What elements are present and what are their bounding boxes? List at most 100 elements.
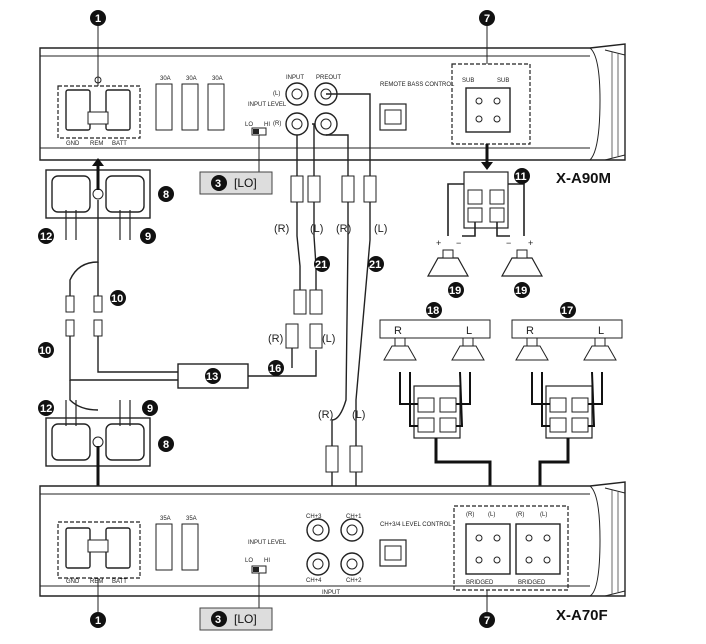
bottom-fuse-1-label: 35A [160, 516, 171, 522]
top-input-level-title: INPUT LEVEL [248, 102, 287, 108]
svg-text:21: 21 [369, 259, 381, 271]
callout-8-top: 8 [158, 186, 174, 202]
device-13: 13 [177, 350, 317, 389]
svg-text:(L): (L) [488, 512, 495, 518]
bottom-fuse-2-label: 35A [186, 516, 197, 522]
callout-21a: 21 [314, 256, 330, 272]
svg-text:10: 10 [39, 345, 51, 357]
bottom-amp-model: X-A70F [556, 607, 608, 624]
callout-10a: 10 [110, 290, 126, 306]
svg-text:21: 21 [315, 259, 327, 271]
cable-label-l-1: (L) [310, 223, 323, 235]
bottom-gnd-label: GND [66, 579, 80, 585]
bottom-batt-label: BATT [112, 579, 127, 585]
svg-text:10: 10 [111, 293, 123, 305]
top-remote-jack[interactable] [379, 103, 407, 131]
top-fuse-3 [207, 83, 225, 131]
svg-text:1: 1 [95, 13, 101, 25]
top-amplifier: GND REM BATT 30A 30A 30A INPUT LEVEL LO … [39, 43, 626, 161]
svg-text:18: 18 [427, 305, 439, 317]
bottom-fuse-2 [181, 523, 199, 571]
callout-12: 11 [514, 168, 530, 184]
bottom-ch3-label: CH+3 [306, 514, 322, 520]
bottom-lo-callout: 3 [LO] [199, 573, 273, 631]
svg-text:12: 12 [40, 231, 52, 243]
svg-text:13: 13 [206, 371, 218, 383]
svg-text:3: 3 [215, 614, 221, 626]
bottom-rem-label: REM [90, 579, 103, 585]
group17-l-label: L [598, 325, 604, 337]
top-input-level-hi: HI [264, 122, 270, 128]
top-preout-label: PREOUT [316, 75, 341, 81]
callout-21b: 21 [368, 256, 384, 272]
bottom-amplifier: GND REM BATT 35A 35A INPUT LEVEL LO HI C… [39, 481, 626, 597]
callout-11-top: 12 [38, 228, 54, 244]
top-ch-r-label: (R) [273, 121, 281, 127]
cable-label-l-3: (L) [322, 333, 335, 345]
bottom-power-terminal [57, 521, 141, 579]
callout-16: 16 [268, 360, 284, 376]
callout-19a: 19 [448, 282, 464, 298]
top-fuse-1 [155, 83, 173, 131]
svg-text:8: 8 [163, 439, 169, 451]
bottom-input-level-title: INPUT LEVEL [248, 540, 287, 546]
minus-1: − [456, 238, 461, 248]
callout-17: 17 [560, 302, 576, 318]
bottom-bridged-1: BRIDGED [466, 580, 494, 586]
svg-text:17: 17 [561, 305, 573, 317]
top-speaker-terminal [451, 63, 531, 145]
svg-text:(L): (L) [540, 512, 547, 518]
svg-text:(R): (R) [516, 512, 524, 518]
cable-label-r-2: (R) [336, 223, 351, 235]
callout-18: 18 [426, 302, 442, 318]
svg-text:[LO]: [LO] [234, 612, 257, 626]
bottom-level-control-label: CH+3/4 LEVEL CONTROL [380, 522, 452, 528]
callout-19b: 19 [514, 282, 530, 298]
top-power-connector [45, 158, 151, 240]
callout-9-bottom: 9 [142, 400, 158, 416]
svg-text:3: 3 [215, 178, 221, 190]
top-fuse-3-label: 30A [212, 76, 223, 82]
callout-9-top: 9 [140, 228, 156, 244]
callout-1-bottom: 1 [90, 578, 106, 628]
sub-wiring [426, 144, 544, 277]
cable-label-l-4: (L) [352, 409, 365, 421]
callout-11-bottom: 12 [38, 400, 54, 416]
plus-1: + [436, 238, 441, 248]
svg-text:9: 9 [145, 231, 151, 243]
top-fuse-1-label: 30A [160, 76, 171, 82]
top-lo-callout: 3 [LO] [199, 135, 273, 195]
svg-text:19: 19 [515, 285, 527, 297]
remote-wires [65, 200, 178, 411]
top-fuse-2 [181, 83, 199, 131]
top-batt-label: BATT [112, 141, 127, 147]
top-gnd-label: GND [66, 141, 80, 147]
top-amp-model: X-A90M [556, 170, 611, 187]
svg-text:7: 7 [484, 13, 490, 25]
svg-text:19: 19 [449, 285, 461, 297]
speaker-group-18 [379, 319, 496, 522]
svg-text:12: 12 [40, 403, 52, 415]
callout-7-top: 7 [479, 10, 495, 64]
callout-10b: 10 [38, 342, 54, 358]
callout-8-bottom: 8 [158, 436, 174, 452]
svg-text:8: 8 [163, 189, 169, 201]
top-input-level-lo: LO [245, 122, 253, 128]
cable-label-r-3: (R) [268, 333, 283, 345]
top-fuse-2-label: 30A [186, 76, 197, 82]
svg-text:9: 9 [147, 403, 153, 415]
top-sub-label-1: SUB [462, 78, 474, 84]
group18-r-label: R [394, 325, 402, 337]
top-ch-l-label: (L) [273, 91, 280, 97]
cable-label-l-2: (L) [374, 223, 387, 235]
bottom-fuse-1 [155, 523, 173, 571]
minus-2: − [506, 238, 511, 248]
bottom-input-label: INPUT [322, 590, 340, 596]
top-power-terminal [57, 85, 141, 139]
bottom-speaker-terminal [453, 505, 569, 591]
svg-text:[LO]: [LO] [234, 176, 257, 190]
svg-text:(R): (R) [466, 512, 474, 518]
top-remote-label: REMOTE BASS CONTROL [380, 82, 455, 88]
